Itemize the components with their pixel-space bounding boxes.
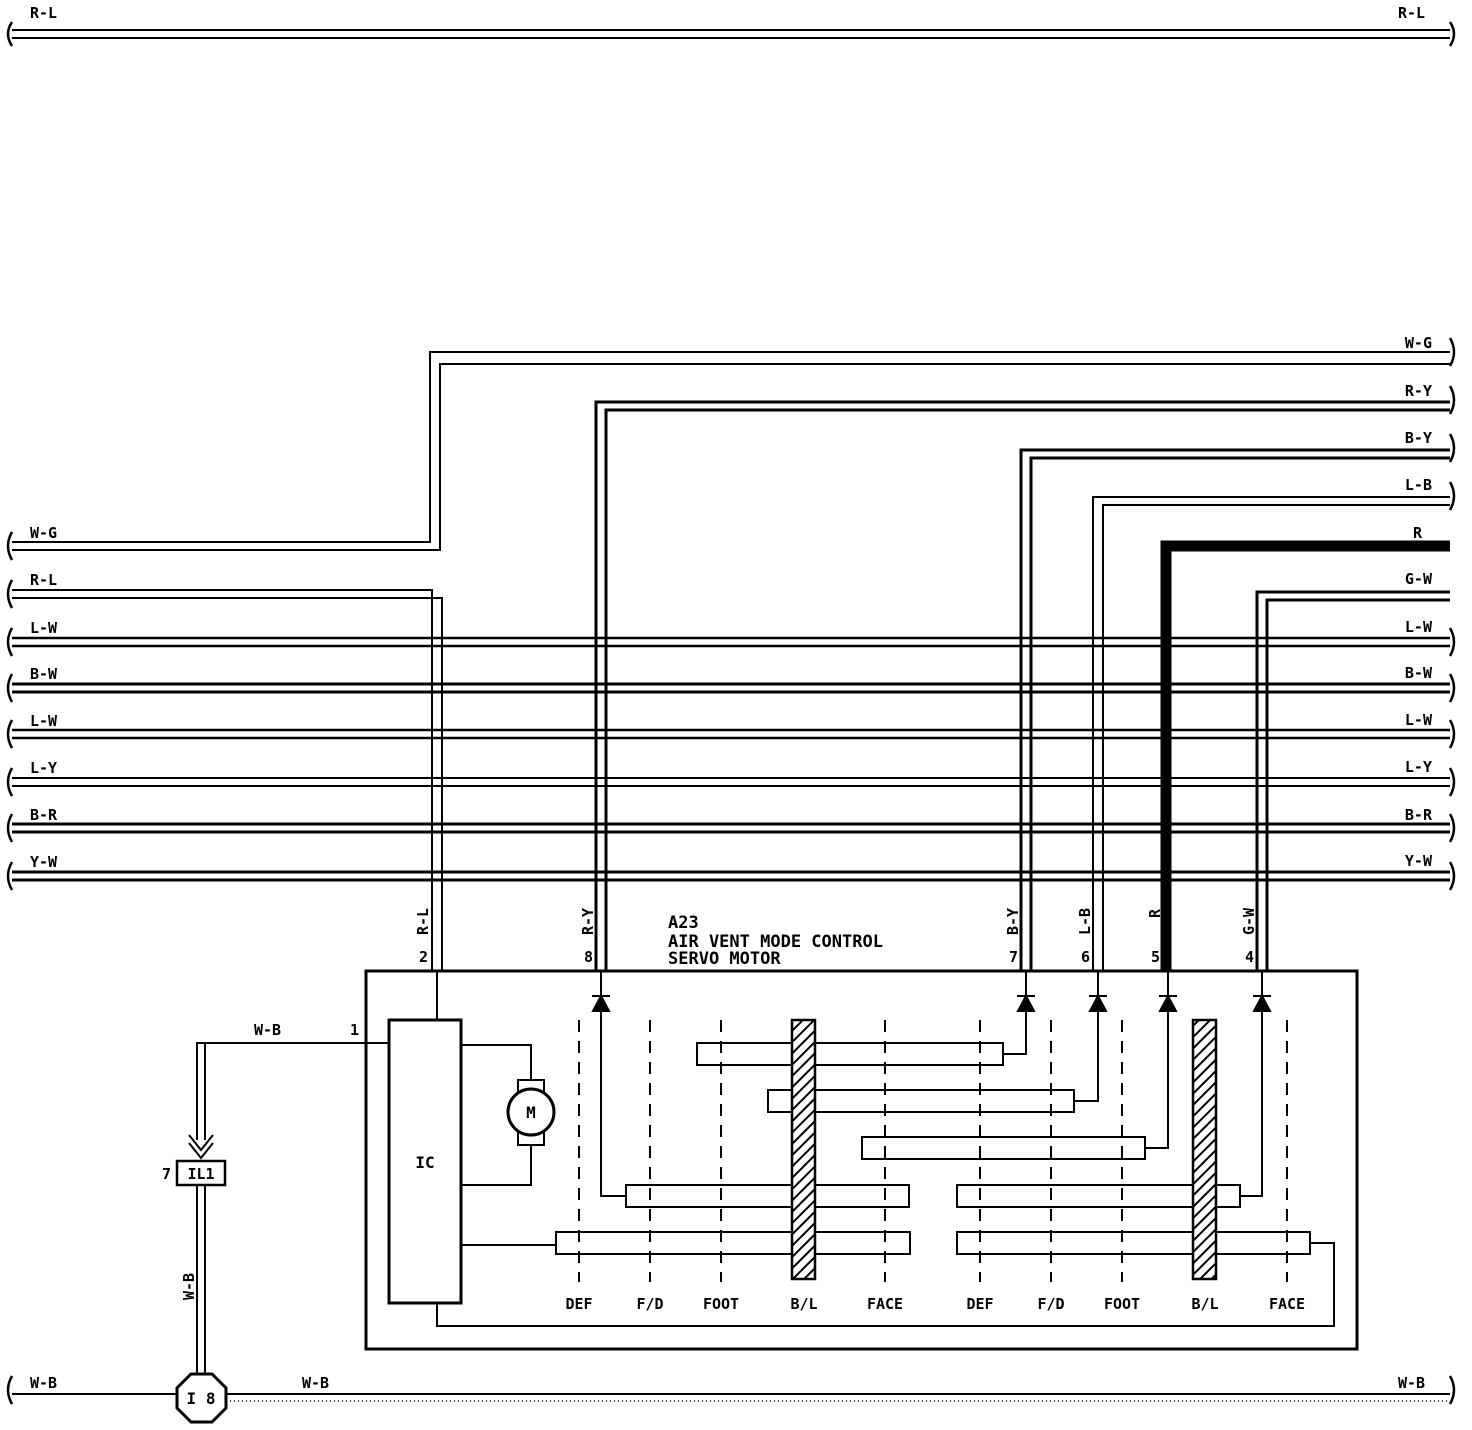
diode-icon: [1088, 993, 1108, 1012]
top-bus: [6, 21, 1456, 47]
mode-label-foot-2: FOOT: [1104, 1295, 1140, 1313]
left-label-w-g: W-G: [30, 524, 57, 542]
mode-label-def: DEF: [565, 1295, 592, 1313]
pin-numbers: 2 8 7 6 5 4: [419, 948, 1254, 966]
mode-label-foot: FOOT: [703, 1295, 739, 1313]
motor: [506, 1079, 556, 1146]
right-label-g-w: G-W: [1405, 570, 1433, 588]
mode-label-fd: F/D: [636, 1295, 663, 1313]
left-label-l-w: L-W: [30, 619, 58, 637]
diode-icon: [1158, 993, 1178, 1012]
component-name-line1: AIR VENT MODE CONTROL: [668, 932, 883, 952]
left-bus-labels: W-G R-L L-W B-W L-W L-Y B-R Y-W: [30, 524, 58, 871]
slider-right: [1191, 1018, 1218, 1281]
bottom-bus-mid-label: W-B: [302, 1374, 329, 1392]
diodes: [591, 993, 1272, 1012]
top-bus-right-label: R-L: [1398, 4, 1425, 22]
ic-block: [387, 1018, 463, 1305]
ground-point-icon: [175, 1372, 228, 1424]
right-bus-labels: W-G R-Y B-Y L-B R G-W L-W B-W L-W L-Y B-…: [1405, 334, 1433, 870]
right-label-y-w: Y-W: [1405, 852, 1433, 870]
pin-number-6: 6: [1081, 948, 1090, 966]
pin-wire-label-r: R: [1146, 908, 1164, 918]
right-label-r-y: R-Y: [1405, 382, 1432, 400]
left-label-b-w: B-W: [30, 665, 58, 683]
right-label-w-g: W-G: [1405, 334, 1432, 352]
slider-left: [790, 1018, 817, 1281]
left-label-l-w-2: L-W: [30, 712, 58, 730]
ground-pin-number: 1: [350, 1021, 359, 1039]
right-bus-braces: [1448, 337, 1456, 891]
right-label-l-w: L-W: [1405, 618, 1433, 636]
wires: [12, 351, 1450, 970]
left-label-r-l: R-L: [30, 571, 57, 589]
top-bus-left-label: R-L: [30, 4, 57, 22]
internal-wiring: [436, 971, 1335, 1327]
pin-leads: [600, 971, 1263, 1197]
mode-label-face: FACE: [867, 1295, 903, 1313]
ic-label: IC: [415, 1153, 434, 1172]
right-label-l-y: L-Y: [1405, 758, 1432, 776]
pin-number-4: 4: [1245, 948, 1254, 966]
ground-point-id: I 8: [187, 1389, 216, 1408]
pin-number-2: 2: [419, 948, 428, 966]
pin-wire-label-b-y: B-Y: [1004, 908, 1022, 935]
pin-wire-label-r-y: R-Y: [579, 908, 597, 935]
component-id: A23: [668, 913, 699, 933]
mode-label-def-2: DEF: [966, 1295, 993, 1313]
bottom-bus-right-label: W-B: [1398, 1374, 1425, 1392]
diode-icon: [1252, 993, 1272, 1012]
ground-wire: [188, 1042, 389, 1380]
bottom-bus-left-label: W-B: [30, 1374, 57, 1392]
right-label-l-w-2: L-W: [1405, 711, 1433, 729]
connector-il1: [175, 1159, 227, 1187]
diode-icon: [1016, 993, 1036, 1012]
bottom-bus: [6, 1375, 1456, 1405]
motor-icon: [506, 1087, 556, 1137]
left-label-l-y: L-Y: [30, 759, 57, 777]
connector-pin: 7: [162, 1165, 171, 1183]
servo-motor-box: [364, 969, 1359, 1351]
pin-number-5: 5: [1151, 948, 1160, 966]
right-label-r: R: [1413, 524, 1423, 542]
mode-position-lines: [578, 1020, 1288, 1282]
mode-label-bl: B/L: [790, 1295, 817, 1313]
diode-icon: [591, 993, 611, 1012]
pin-wire-label-g-w: G-W: [1240, 907, 1258, 935]
left-label-b-r: B-R: [30, 806, 58, 824]
left-bus-braces: [6, 531, 14, 891]
mode-label-bl-2: B/L: [1191, 1295, 1218, 1313]
mode-label-fd-2: F/D: [1037, 1295, 1064, 1313]
ground-wire-label: W-B: [254, 1021, 281, 1039]
component-name-line2: SERVO MOTOR: [668, 949, 781, 969]
right-label-b-w: B-W: [1405, 664, 1433, 682]
pin-wire-label-r-l: R-L: [414, 908, 432, 935]
pin-number-7: 7: [1009, 948, 1018, 966]
pin-wire-label-l-b: L-B: [1076, 908, 1094, 935]
right-label-l-b: L-B: [1405, 476, 1432, 494]
mode-label-face-2: FACE: [1269, 1295, 1305, 1313]
pin-wire-labels: R-L R-Y B-Y L-B R G-W: [414, 907, 1258, 935]
connector-id: IL1: [187, 1165, 214, 1183]
ground-vertical-label: W-B: [180, 1273, 198, 1300]
pin-number-8: 8: [584, 948, 593, 966]
right-label-b-y: B-Y: [1405, 429, 1432, 447]
right-label-b-r: B-R: [1405, 806, 1433, 824]
mode-labels: DEF F/D FOOT B/L FACE DEF F/D FOOT B/L F…: [565, 1295, 1305, 1313]
motor-label: M: [526, 1103, 536, 1122]
left-label-y-w: Y-W: [30, 853, 58, 871]
